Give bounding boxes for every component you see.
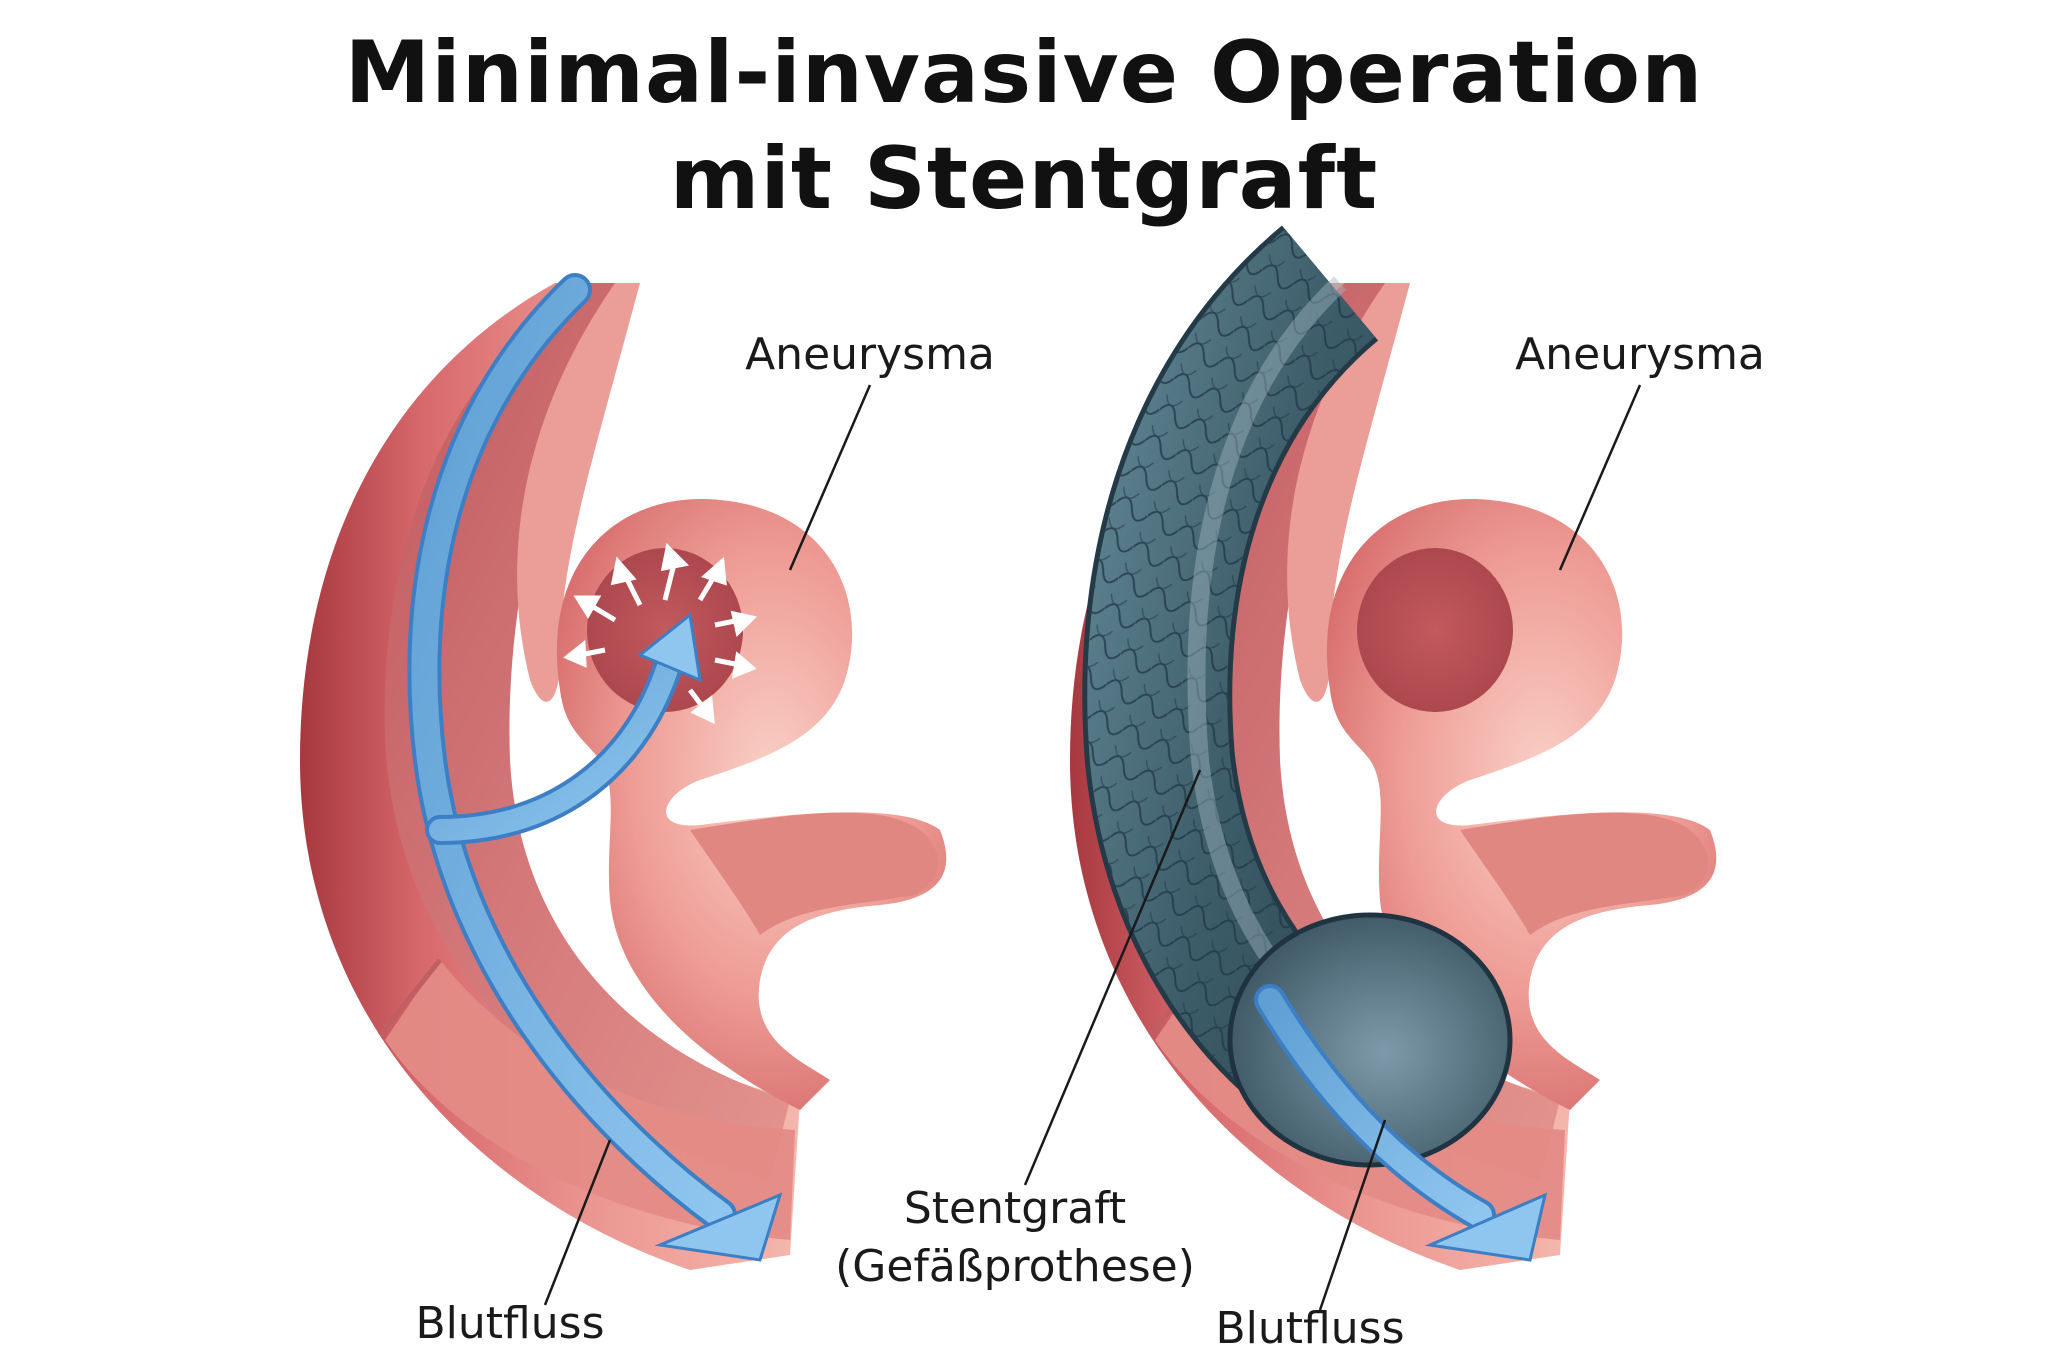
stentgraft-leader-line	[1023, 769, 1202, 1186]
right-aneurysm-cavity	[1357, 548, 1513, 712]
pressure-arrows-icon	[563, 542, 757, 725]
left-side-branch	[690, 812, 939, 935]
left-flow-label-text: Blutfluss	[415, 1298, 605, 1349]
left-aneurysm-label: Aneurysma	[735, 326, 1005, 384]
right-aneurysm-label: Aneurysma	[1505, 326, 1775, 384]
left-flow-label: Blutfluss	[400, 1295, 620, 1353]
left-flow-leader-line	[543, 1139, 612, 1306]
stentgraft-label-line-2: (Gefäßprothese)	[835, 1241, 1195, 1292]
stentgraft-label: Stentgraft (Gefäßprothese)	[815, 1180, 1215, 1296]
left-aneurysm-leader-line	[788, 384, 872, 571]
right-flow-leader-line	[1318, 1119, 1387, 1311]
left-aneurysm-label-text: Aneurysma	[745, 329, 995, 380]
page-title: Minimal-invasive Operation mit Stentgraf…	[0, 20, 2048, 232]
left-inner-wall	[517, 283, 640, 702]
right-flow-label: Blutfluss	[1200, 1300, 1420, 1358]
stentgraft-label-line-1: Stentgraft	[903, 1183, 1127, 1234]
right-aneurysm-leader-line	[1558, 384, 1642, 571]
right-aneurysm-label-text: Aneurysma	[1515, 329, 1765, 380]
right-flow-label-text: Blutfluss	[1215, 1303, 1405, 1354]
right-blood-flow-arrow	[1254, 984, 1548, 1262]
title-line-1: Minimal-invasive Operation	[344, 23, 1704, 123]
left-blood-flow-arrow	[407, 273, 783, 1262]
stentgraft-tube	[1082, 225, 1513, 1168]
right-inner-wall	[1287, 283, 1410, 702]
title-line-2: mit Stentgraft	[669, 129, 1379, 229]
right-side-branch	[1460, 812, 1709, 935]
leader-lines	[543, 384, 1642, 1311]
